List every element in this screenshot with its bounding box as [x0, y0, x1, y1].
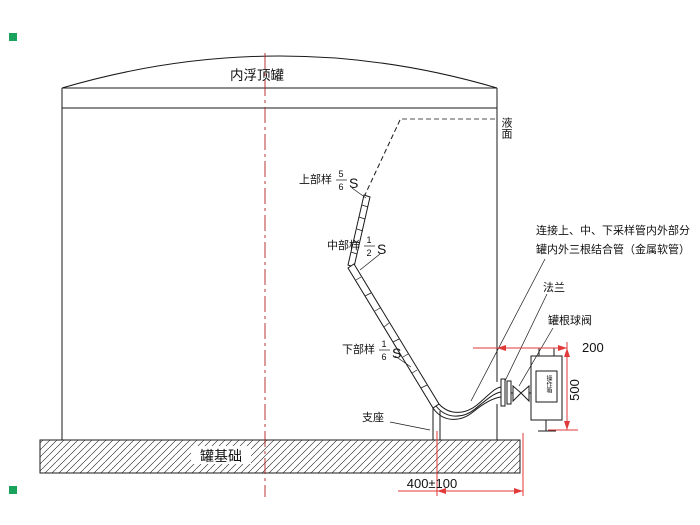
- tick: [420, 384, 428, 389]
- hose-3: [432, 396, 502, 420]
- dim-arrow: [497, 345, 506, 351]
- dim-arrow: [558, 345, 567, 351]
- grip-marker-bottom-left: [9, 486, 17, 494]
- dim-text-500: 500: [567, 379, 582, 401]
- tick: [411, 369, 418, 374]
- sampling-wire: [363, 119, 401, 198]
- tank-roof-arch: [61, 55, 498, 89]
- tick: [361, 204, 369, 208]
- middle-sample-leader: [359, 253, 381, 271]
- connector-note-line1: 连接上、中、下采样管内外部分: [536, 223, 690, 237]
- dim-text-400: 400±100: [407, 476, 458, 491]
- dim-arrow: [437, 488, 446, 494]
- tube-hatch-ticks: [350, 204, 428, 389]
- dimension-500: 500: [548, 342, 582, 431]
- upper-sample-leader: [351, 187, 367, 199]
- liquid-level-label: 液面: [500, 116, 513, 139]
- sampler-box-panel: [535, 370, 558, 403]
- foundation-hatched-block: [39, 439, 521, 474]
- sampling-tube: [347, 194, 440, 409]
- lower-fraction-numerator: 1: [381, 339, 386, 349]
- root-valve-label: 罐根球阀: [548, 313, 592, 327]
- tick: [402, 353, 409, 358]
- foundation-label-mask: [191, 446, 251, 464]
- sampler-box-cap: [538, 347, 555, 357]
- sample-callouts: 上部样 5 6 S 中部样 1 2 S 下部样 1 6 S: [299, 169, 412, 368]
- dim-arrow: [564, 348, 570, 357]
- tick: [374, 307, 381, 312]
- upper-sample-label: 上部样: [299, 172, 332, 186]
- foundation: 罐基础: [39, 439, 521, 474]
- middle-sample-label: 中部样: [327, 238, 360, 252]
- support-leader: [389, 421, 431, 431]
- flange-plate-1: [500, 378, 506, 407]
- dim-arrow: [514, 488, 523, 494]
- tick: [383, 322, 390, 328]
- root-valve-leader: [518, 327, 554, 387]
- foundation-label: 罐基础: [200, 448, 242, 464]
- flange-label: 法兰: [543, 280, 565, 294]
- connector-note-leader: [470, 258, 546, 402]
- tick: [358, 216, 366, 220]
- lower-height-symbol: S: [392, 345, 401, 361]
- upper-height-symbol: S: [349, 175, 358, 191]
- middle-fraction-numerator: 1: [366, 235, 371, 245]
- tick: [356, 228, 364, 232]
- lower-fraction-denominator: 6: [381, 352, 386, 362]
- lower-sample-label: 下部样: [342, 342, 375, 356]
- flange-leader: [504, 293, 548, 382]
- right-callouts: 连接上、中、下采样管内外部分 罐内外三根结合管（金属软管） 法兰 罐根球阀 支座: [362, 223, 690, 431]
- liquid-level: 液面: [402, 116, 513, 139]
- sampler-box-label: 操作箱: [545, 374, 552, 394]
- flange-plate-2: [506, 380, 512, 405]
- ball-valve-left-triangle: [512, 384, 522, 403]
- tick: [355, 276, 362, 281]
- hose-2: [435, 391, 502, 417]
- hose-1: [438, 386, 502, 413]
- dimension-200: 200: [473, 340, 604, 355]
- dimension-400: 400±100: [398, 431, 524, 496]
- middle-fraction-denominator: 2: [366, 248, 371, 258]
- upper-fraction-numerator: 5: [338, 169, 343, 179]
- upper-fraction-denominator: 6: [338, 182, 343, 192]
- connector-note-line2: 罐内外三根结合管（金属软管）: [536, 242, 690, 256]
- dim-arrow: [564, 421, 570, 430]
- metal-hoses: [432, 386, 502, 420]
- tick: [353, 240, 361, 244]
- grip-marker-top-left: [9, 33, 17, 41]
- lower-sample-leader: [394, 355, 412, 368]
- support-label: 支座: [362, 410, 384, 424]
- dim-text-200: 200: [582, 340, 604, 355]
- tick: [364, 292, 372, 297]
- flange-valve-assembly: 操作箱: [500, 347, 563, 432]
- tick: [350, 251, 358, 255]
- middle-height-symbol: S: [377, 241, 386, 257]
- tank-title: 内浮顶罐: [230, 68, 284, 83]
- tick: [392, 338, 400, 343]
